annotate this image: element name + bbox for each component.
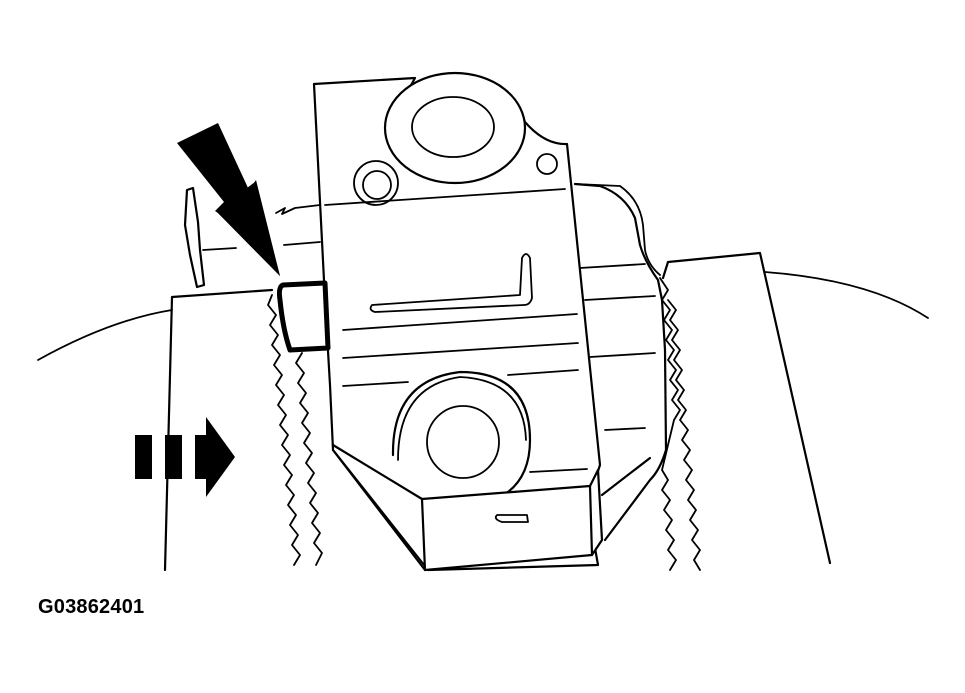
upper-pulley-boss xyxy=(353,71,558,206)
bracket-left xyxy=(163,288,274,572)
lightning-arrow-icon xyxy=(177,123,280,276)
drive-belt-left xyxy=(267,294,323,566)
dashed-right-arrow-icon xyxy=(135,417,235,497)
tensioner-body xyxy=(312,73,604,572)
drive-belt-right xyxy=(659,277,701,571)
tensioner-side-plate xyxy=(573,182,668,542)
bracket-right xyxy=(661,251,832,565)
locking-pin xyxy=(276,280,331,353)
housing-curves xyxy=(37,183,929,361)
figure-id-label: G03862401 xyxy=(38,596,145,618)
lower-idler-pulley xyxy=(391,370,532,494)
bolt-washer xyxy=(183,186,321,289)
